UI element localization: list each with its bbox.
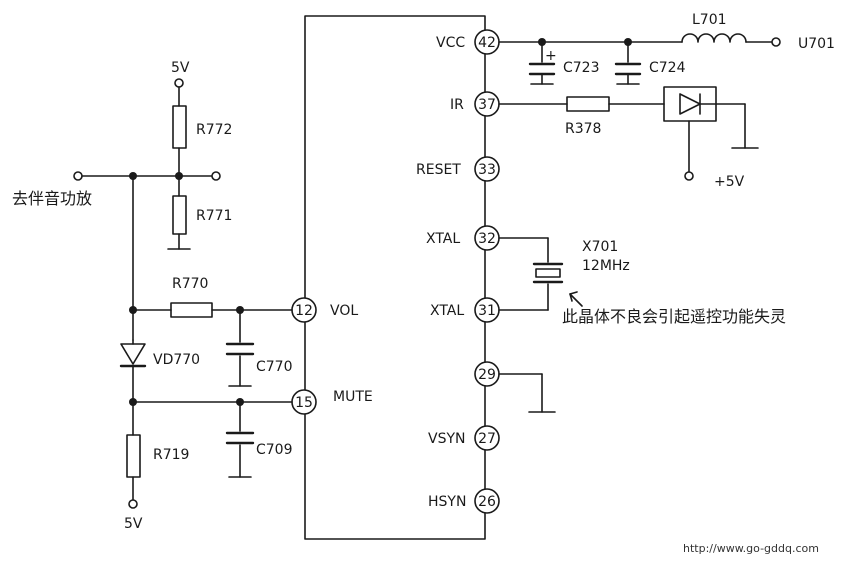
pin-mute: 15 MUTE (291, 389, 373, 415)
pin-xtal31-label: XTAL (430, 303, 464, 319)
crystal-network: X701 12MHz 此晶体不良会引起遥控功能失灵 (498, 237, 786, 326)
r719-label: R719 (153, 447, 189, 463)
pin-vol: 12 VOL (291, 297, 358, 323)
x701-label: X701 (582, 239, 618, 255)
watermark: http://www.go-gddq.com (683, 542, 819, 555)
pin-29-number: 29 (478, 367, 496, 383)
l701-label: L701 (692, 12, 727, 28)
pin-mute-number: 15 (295, 395, 313, 411)
pin-ir-label: IR (450, 97, 464, 113)
pin29-ground (498, 373, 556, 413)
r719-resistor (126, 434, 141, 478)
ic-body (304, 15, 486, 540)
plus5v-terminal (684, 171, 694, 181)
pin-reset-label: RESET (416, 162, 461, 178)
v5-bottom-label: 5V (124, 516, 143, 532)
pin-vcc: 42 VCC (436, 29, 500, 55)
plus5v-label: +5V (714, 174, 745, 190)
r378-resistor (566, 96, 610, 112)
u701-terminal (771, 37, 781, 47)
to-amp-label: 去伴音功放 (12, 189, 92, 208)
c723-label: C723 (563, 60, 600, 76)
pin-xtal31-number: 31 (478, 303, 496, 319)
vd770-diode (120, 343, 146, 365)
x701-frequency: 12MHz (582, 258, 630, 274)
pin-mute-label: MUTE (333, 389, 373, 405)
crystal-note: 此晶体不良会引起遥控功能失灵 (562, 307, 786, 326)
pin-hsyn-number: 26 (478, 494, 496, 510)
pin-reset: 33 RESET (416, 156, 500, 182)
r378-label: R378 (565, 121, 601, 137)
pin-vcc-number: 42 (478, 35, 496, 51)
pin-xtal-31: 31 XTAL (430, 297, 500, 323)
pin-xtal-32: 32 XTAL (426, 225, 500, 251)
u701-label: U701 (798, 36, 835, 52)
pin-xtal32-label: XTAL (426, 231, 460, 247)
r772-resistor (172, 105, 187, 149)
c709-label: C709 (256, 442, 293, 458)
pin-ir-number: 37 (478, 97, 496, 113)
pin-vcc-label: VCC (436, 35, 465, 51)
pin-vsyn-label: VSYN (428, 431, 466, 447)
r771-resistor (172, 195, 187, 235)
pin-hsyn: 26 HSYN (428, 488, 500, 514)
pin-reset-number: 33 (478, 162, 496, 178)
x701-crystal (535, 268, 561, 278)
pin-vsyn: 27 VSYN (428, 425, 500, 451)
pin-29: 29 (474, 361, 500, 387)
c770-label: C770 (256, 359, 293, 375)
pin-hsyn-label: HSYN (428, 494, 466, 510)
vcc-supply-network: L701 U701 + C723 C724 (498, 12, 835, 85)
note-arrow (569, 293, 583, 307)
c724-label: C724 (649, 60, 686, 76)
pin-ir: 37 IR (450, 91, 500, 117)
pin-xtal32-number: 32 (478, 231, 496, 247)
r772-label: R772 (196, 122, 232, 138)
v5-top-label: 5V (171, 60, 190, 76)
pin-vol-label: VOL (330, 303, 358, 319)
c723-polarity: + (545, 48, 557, 64)
pin-vsyn-number: 27 (478, 431, 496, 447)
vd770-label: VD770 (153, 352, 200, 368)
r770-label: R770 (172, 276, 208, 292)
audio-mute-network: 5V R772 去伴音功放 R771 R770 C770 (12, 60, 293, 532)
r770-resistor (170, 302, 213, 318)
l701-inductor (681, 33, 747, 43)
pin-vol-number: 12 (295, 303, 313, 319)
r771-label: R771 (196, 208, 232, 224)
ir-receiver-network: R378 +5V (498, 86, 759, 190)
